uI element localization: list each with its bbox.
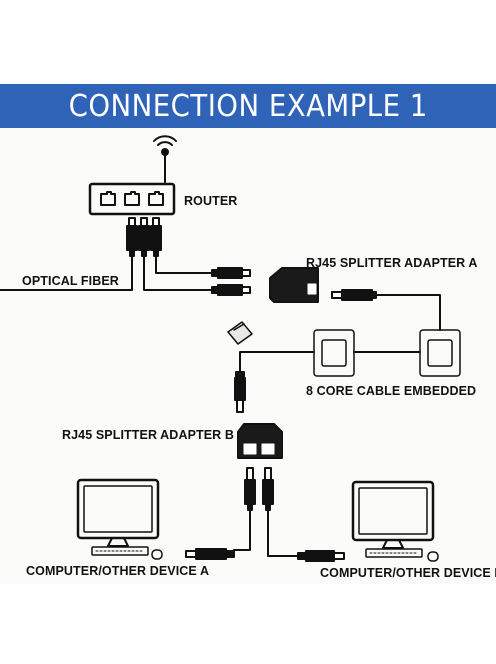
router-cable-lower	[143, 255, 213, 291]
cable-b-to-device-a	[233, 509, 251, 551]
title-banner: CONNECTION EXAMPLE 1	[0, 84, 496, 128]
device-a-plug	[185, 548, 235, 560]
router-port-1	[100, 191, 116, 206]
cable-embedded-label: 8 CORE CABLE EMBEDDED	[306, 384, 477, 398]
cable-b-to-device-b	[267, 509, 299, 557]
splitter-b-label: RJ45 SPLITTER ADAPTER B	[62, 428, 235, 442]
computer-b-icon	[351, 480, 439, 562]
splitter-a-out-plug	[331, 289, 377, 301]
splitter-b-out-plug-1	[244, 467, 256, 511]
splitter-b-in-plug	[234, 371, 246, 413]
device-b-label: COMPUTER/OTHER DEVICE B	[320, 566, 496, 580]
wall-box-right	[419, 329, 461, 377]
wall-box-left	[313, 329, 355, 377]
router-label: ROUTER	[184, 194, 238, 208]
optical-fiber-cable	[0, 255, 133, 291]
device-a-label: COMPUTER/OTHER DEVICE A	[26, 564, 210, 578]
computer-a-icon	[76, 478, 163, 560]
router-plug-1	[126, 217, 138, 257]
loose-plug-icon	[227, 321, 253, 345]
cable-box-to-b	[239, 351, 315, 373]
device-b-plug	[297, 550, 345, 562]
wifi-icon	[153, 135, 177, 183]
optical-fiber-label: OPTICAL FIBER	[22, 274, 119, 288]
router-plug-2	[138, 217, 150, 257]
splitter-a-body	[269, 267, 319, 303]
router-port-2	[124, 191, 140, 206]
router-plug-3	[150, 217, 162, 257]
splitter-b-out-plug-2	[262, 467, 274, 511]
router-device	[88, 182, 176, 216]
router-cable-upper	[155, 255, 213, 274]
splitter-a-plug-lower	[211, 284, 251, 296]
diagram-title: CONNECTION EXAMPLE 1	[68, 88, 428, 124]
splitter-b-body	[237, 423, 283, 459]
router-port-3	[148, 191, 164, 206]
splitter-a-label: RJ45 SPLITTER ADAPTER A	[306, 256, 478, 270]
splitter-a-plug-upper	[211, 267, 251, 279]
cable-a-to-box	[375, 294, 441, 331]
